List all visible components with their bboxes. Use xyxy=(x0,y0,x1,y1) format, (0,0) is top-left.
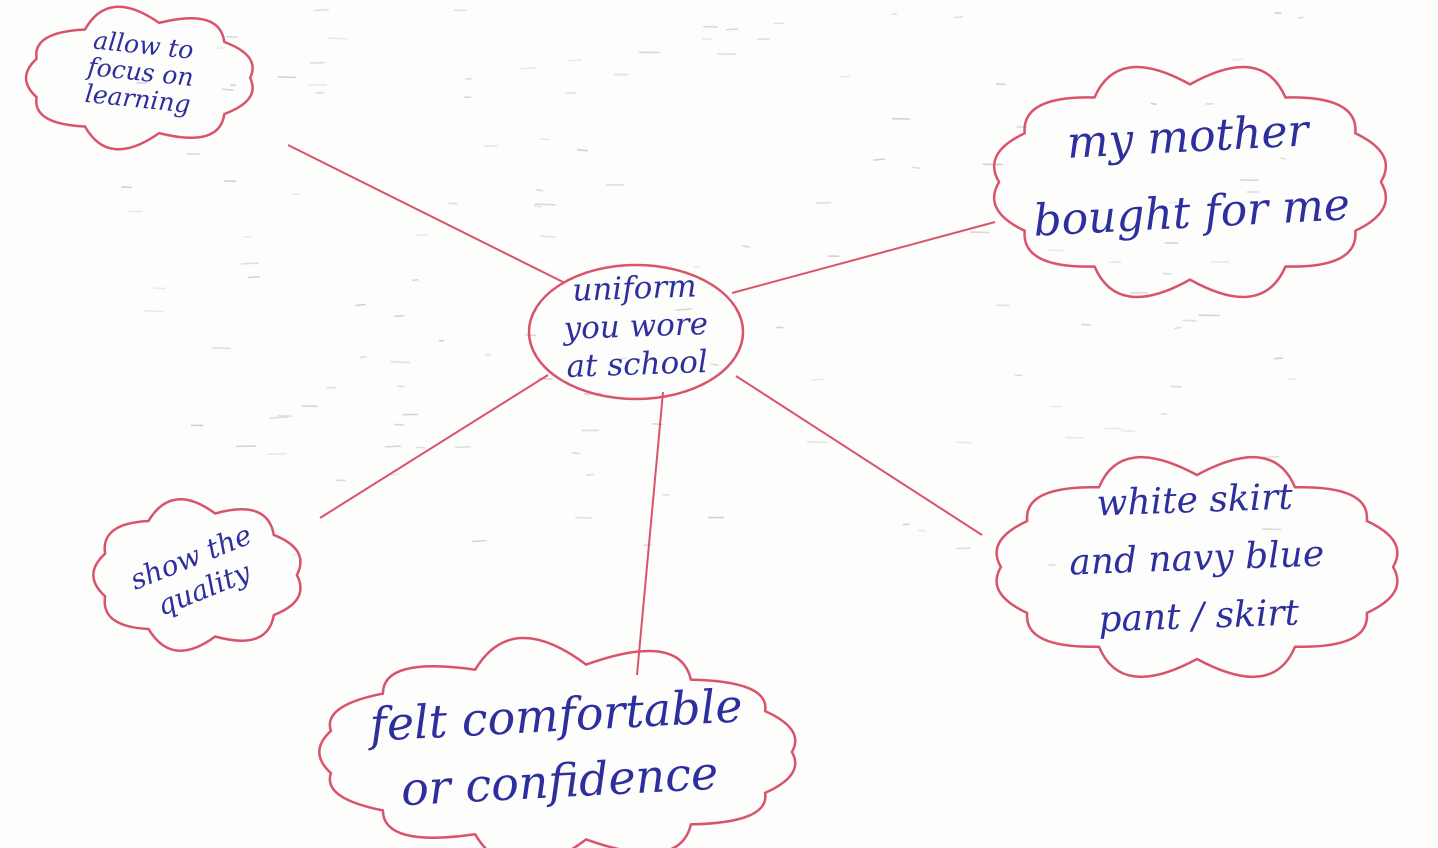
background-smudge xyxy=(326,386,337,389)
cloud-skirt xyxy=(995,455,1399,679)
background-smudge xyxy=(277,76,297,79)
background-smudge xyxy=(269,416,289,419)
background-smudge xyxy=(1080,323,1092,326)
background-smudge xyxy=(1150,102,1157,106)
background-smudge xyxy=(535,188,544,192)
connector-lines xyxy=(287,144,996,676)
background-smudge xyxy=(438,339,445,342)
cloud-focus xyxy=(24,5,254,151)
background-smudge xyxy=(525,333,537,337)
background-smudge xyxy=(393,423,405,427)
background-smudge xyxy=(565,92,577,95)
background-smudge xyxy=(574,516,592,519)
background-smudges xyxy=(121,8,1308,566)
background-smudge xyxy=(697,322,706,325)
background-smudge xyxy=(222,88,234,91)
background-smudge xyxy=(806,440,829,444)
background-smudge xyxy=(1014,374,1023,377)
connector-focus xyxy=(287,144,566,284)
background-smudge xyxy=(902,523,910,526)
background-smudge xyxy=(571,451,581,455)
label-comfort-line-2: or confidence xyxy=(400,746,720,817)
background-smudge xyxy=(1273,357,1284,360)
background-smudge xyxy=(1182,319,1197,322)
center-label-line-1: uniform xyxy=(572,268,697,308)
background-smudge xyxy=(448,202,458,205)
cloud-comfort xyxy=(318,636,797,848)
background-smudge xyxy=(1297,16,1304,19)
background-smudge xyxy=(454,9,467,12)
background-smudge xyxy=(266,452,287,456)
background-smudge xyxy=(534,203,556,206)
background-smudge xyxy=(891,12,898,16)
background-smudge xyxy=(230,84,236,87)
background-smudge xyxy=(710,363,719,366)
background-smudge xyxy=(811,378,825,381)
background-smudge xyxy=(211,346,231,350)
connector-comfort xyxy=(636,391,664,676)
background-smudge xyxy=(313,8,330,12)
connector-quality xyxy=(319,374,549,519)
background-smudge xyxy=(464,77,473,80)
background-smudge xyxy=(247,275,261,279)
background-smudge xyxy=(567,59,582,62)
background-smudge xyxy=(241,262,259,265)
background-smudge xyxy=(538,138,550,141)
background-smudge xyxy=(390,360,411,364)
background-smudge xyxy=(355,303,367,307)
label-mother-line-1: my mother xyxy=(1066,105,1313,169)
center-ellipse xyxy=(527,263,745,401)
background-smudge xyxy=(384,445,402,448)
background-smudge xyxy=(144,309,163,313)
background-smudge xyxy=(1261,528,1282,531)
background-smudge xyxy=(1174,326,1182,330)
cloud-mother xyxy=(993,65,1387,299)
background-smudge xyxy=(454,445,472,449)
background-smudge xyxy=(995,83,1006,86)
background-smudge xyxy=(742,245,750,248)
cloud-quality xyxy=(92,498,302,652)
center-label-line-3: at school xyxy=(566,344,708,385)
background-smudge xyxy=(917,529,927,532)
background-smudge xyxy=(577,149,588,152)
label-mother-line-2: bought for me xyxy=(1032,179,1351,247)
label-skirt-line-1: white skirt xyxy=(1096,477,1294,525)
background-smudge xyxy=(471,539,487,543)
background-smudge xyxy=(534,205,542,208)
label-skirt-line-3: pant / skirt xyxy=(1098,592,1300,640)
center-label-line-2: you wore xyxy=(561,306,709,347)
background-smudge xyxy=(726,28,739,31)
background-smudge xyxy=(1120,429,1135,433)
background-smudge xyxy=(1232,58,1244,61)
connector-mother xyxy=(731,221,996,294)
background-smudge xyxy=(1167,201,1177,204)
background-smudge xyxy=(411,278,419,282)
background-smudge xyxy=(873,158,885,161)
node-shapes xyxy=(24,5,1399,848)
background-smudge xyxy=(756,37,770,41)
background-smudge xyxy=(121,186,132,189)
background-smudge xyxy=(1046,249,1064,252)
background-smudge xyxy=(277,414,293,418)
label-comfort-line-1: felt comfortable xyxy=(365,678,743,752)
background-smudge xyxy=(539,235,557,238)
background-smudge xyxy=(953,15,964,19)
background-smudge xyxy=(390,473,399,476)
background-smudge xyxy=(393,314,405,318)
background-smudge xyxy=(815,201,832,204)
background-smudge xyxy=(520,67,537,70)
background-smudge xyxy=(675,308,692,311)
background-smudge xyxy=(1279,157,1287,160)
background-smudge xyxy=(291,553,299,557)
background-smudge xyxy=(911,166,921,169)
background-smudge xyxy=(1108,261,1122,264)
connector-skirt xyxy=(735,375,983,536)
background-smudge xyxy=(327,37,348,40)
background-smudge xyxy=(1170,385,1182,388)
label-skirt-line-2: and navy blue xyxy=(1069,534,1325,584)
